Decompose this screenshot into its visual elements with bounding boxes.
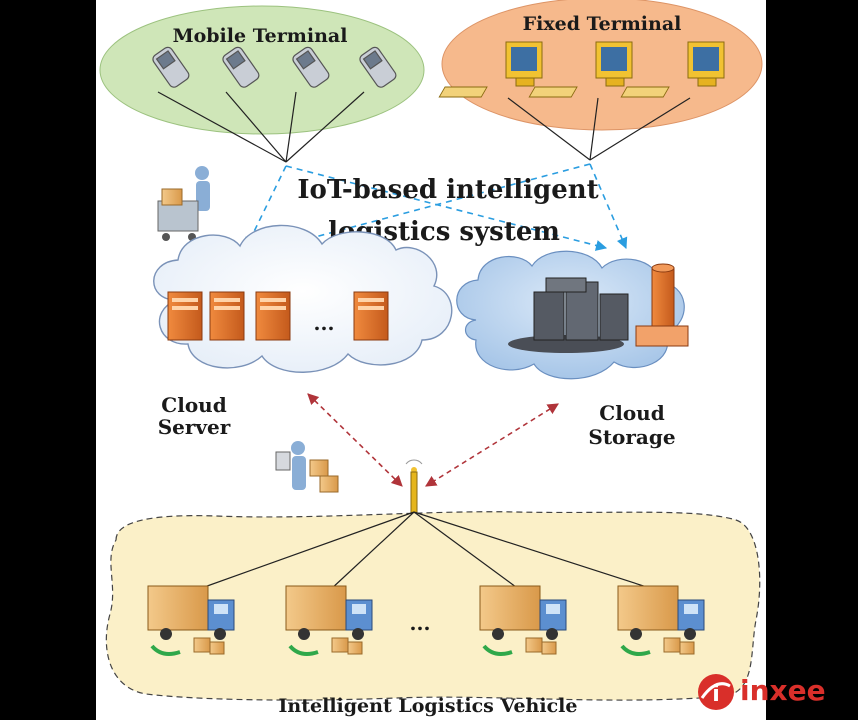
vehicle-links [195, 511, 657, 591]
red-dashed-links [307, 393, 559, 487]
server-icon [353, 291, 389, 341]
mobile-phone-icon [292, 46, 330, 88]
warehouse-worker-icon [275, 441, 339, 493]
cloud-storage-label-line1: Cloud [599, 401, 664, 425]
diagram-canvas: Mobile Terminal Fixed Terminal [96, 0, 766, 720]
delivery-truck-icon [285, 585, 373, 656]
vehicle-zone-label: Intelligent Logistics Vehicle [279, 695, 578, 717]
inxee-logo-mark-letter: i [712, 682, 720, 707]
mobile-terminal-label: Mobile Terminal [173, 25, 348, 47]
vehicle-ellipsis: ... [410, 611, 431, 635]
desktop-computer-icon [438, 41, 543, 98]
delivery-truck-icon [617, 585, 705, 656]
mobile-phone-icon [359, 46, 397, 88]
cloud-server-label-line2: Server [158, 415, 231, 439]
vehicle-zone [105, 511, 761, 701]
delivery-truck-icon [479, 585, 567, 656]
inxee-logo-text: inxee [740, 674, 826, 707]
server-icon [167, 291, 203, 341]
server-ellipsis: ... [314, 311, 335, 335]
cloud-server-label-line1: Cloud [161, 393, 226, 417]
mobile-phone-icons [152, 46, 397, 88]
server-icon [255, 291, 291, 341]
storage-server-icons [508, 277, 629, 353]
mobile-phone-icon [222, 46, 260, 88]
mobile-phone-icon [152, 46, 190, 88]
iot-logistics-diagram: Mobile Terminal Fixed Terminal [99, 0, 763, 717]
truck-icons [147, 585, 705, 656]
antenna-icon [405, 459, 423, 519]
shopping-cart-person-icon [157, 166, 210, 241]
blue-dashed-links [245, 163, 628, 253]
fixed-terminal-icons [438, 41, 725, 98]
desktop-computer-icon [620, 41, 725, 98]
server-rack-icons [167, 291, 389, 341]
cloud-storage-label-line2: Storage [588, 425, 675, 449]
inxee-logo-mark-icon: i [698, 674, 734, 710]
desktop-computer-icon [528, 41, 633, 98]
storage-tower-icon [635, 263, 689, 347]
terminal-links [157, 91, 691, 163]
fixed-terminal-label: Fixed Terminal [523, 13, 682, 35]
delivery-truck-icon [147, 585, 235, 656]
inxee-logo: i inxee [696, 672, 856, 712]
server-icon [209, 291, 245, 341]
diagram-title-line1: IoT-based intelligent [297, 175, 598, 205]
